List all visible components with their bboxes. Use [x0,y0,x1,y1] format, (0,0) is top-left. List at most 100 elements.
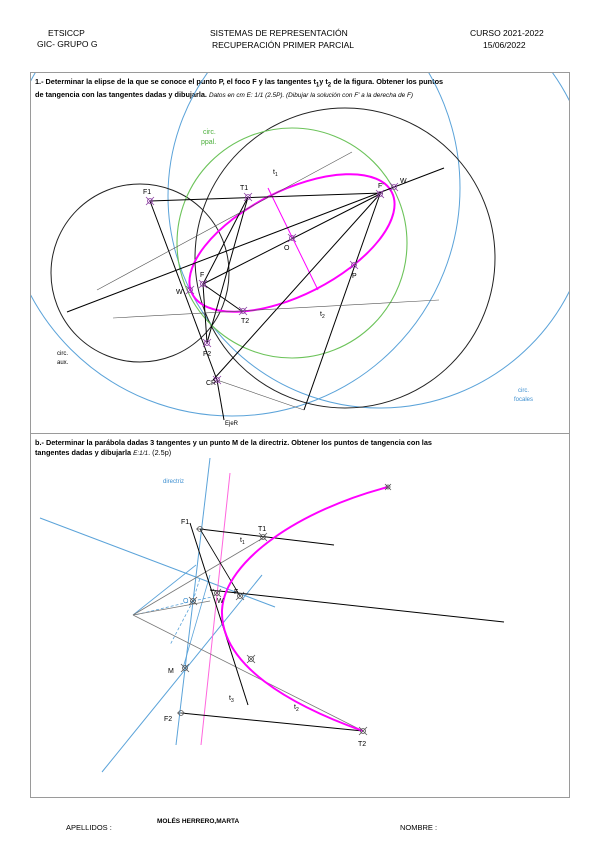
label-circ-ppal-2: ppal. [201,139,216,146]
problem1-text-c: de la figura. Obtener los puntos [331,77,444,86]
exam-frame [30,72,570,798]
label-p1-f1: F1 [143,189,151,196]
problem1-sub-2: 2 [327,81,332,89]
problem2-points-note: . (2.5p) [148,448,172,457]
tangent-t2 [212,193,381,381]
problem-divider [30,433,570,434]
label-p1-t1: T1 [240,185,248,192]
label-p2-t1-sub: 1 [242,540,245,546]
label-p2-f1: F1 [181,519,189,526]
problem2-points [177,483,392,736]
label-f: F [200,272,204,279]
p2-point-f-marker [235,591,245,601]
label-t1-letter: t [273,169,275,176]
label-p2-t2-line: t2 [294,704,299,713]
ellipse-solution [188,173,396,313]
p2-point-top-marker [384,483,392,491]
group-name: GIC- GRUPO G [37,39,98,49]
point-f2-marker [202,338,212,348]
tangent-p2-t1 [199,528,335,546]
problem1-sub-1: 1 [315,81,320,89]
p2-point-f1-marker [196,526,204,532]
p2-point-m-marker [180,663,190,673]
directrix-circle [194,107,496,409]
construction-line-a [96,151,353,291]
point-p-marker [349,260,359,270]
label-directriz: directriz [163,479,184,485]
label-p2-t3-letter: t [229,695,231,702]
point-w-right-marker [389,182,399,192]
p2-point-mid-marker [246,654,256,664]
tangent-p2-t3 [189,522,249,706]
label-p1-f2: F2 [203,351,211,358]
problem1-text-a: 1.- Determinar la elipse de la que se co… [35,77,316,86]
label-t2-sub: 2 [322,314,325,320]
blue-line-short [132,564,197,616]
construction-line-b [112,299,440,319]
problem1-statement: 1.- Determinar la elipse de la que se co… [35,77,565,101]
point-t1-marker [243,192,253,202]
point-t2-marker [238,306,248,316]
auxiliary-circle [50,183,230,363]
point-cr-marker [212,375,222,385]
problem1-text-line2: de tangencia con las tangentes dadas y d… [35,90,207,100]
focal-circle-large [31,73,461,417]
label-t2-letter: t [320,311,322,318]
pink-axis-line [200,472,231,746]
problem1-data-note: Datos en cm E: 1/1 (2.5P). (Dibujar la s… [208,92,414,100]
radical-axis [216,379,225,421]
label-w-left: W [176,289,183,296]
p2-point-t1-marker [258,532,268,542]
label-circ-focales-1: circ. [518,388,529,394]
major-axis-line [66,167,445,313]
parabola-solution [220,486,389,732]
label-p2-t3-sub: 3 [231,698,234,704]
label-p2-f: F [234,589,238,596]
label-p2-w: W [217,598,224,605]
label-circ-aux-2: aux. [57,360,69,366]
construction-grey-long [132,614,364,732]
label-t1-sub: 1 [275,172,278,178]
label-p1-t2: T2 [241,318,249,325]
problem2-text-line1: b.- Determinar la parábola dadas 3 tange… [35,438,432,447]
problem2-text-line2: tangentes dadas y dibujarla [35,448,132,457]
label-p2-t1: T1 [258,526,266,533]
label-p: P [352,273,357,280]
construction-line-c [216,379,305,411]
label-m: M [168,668,174,675]
label-p2-f2: F2 [164,716,172,723]
label-circ-ppal-1: circ. [203,129,216,136]
p2-point-w-marker [212,588,222,598]
label-cr: CR [206,380,216,387]
point-f-marker [198,279,208,289]
focal-circle-center [167,73,569,409]
exam-title: RECUPERACIÓN PRIMER PARCIAL [212,40,355,50]
surname-value: MOLÉS HERRERO,MARTA [157,818,240,825]
point-f1-marker [145,196,155,206]
p2-point-o-marker [188,596,198,606]
label-w-right: W [400,178,407,185]
dashed-construction [134,577,213,646]
problem1-text-b: y t [319,77,328,86]
p2-point-f2-marker [177,710,185,716]
line-fprime-bottom [303,193,381,411]
line-f-t1 [202,196,249,285]
line-f2-f [202,283,208,344]
label-t2: t2 [320,311,325,320]
label-circ-aux-1: circ. [57,351,68,357]
tangent-t1 [149,192,384,202]
label-p2-t2: T2 [358,741,366,748]
exam-date: 15/06/2022 [483,40,526,50]
point-fprime-marker [375,189,385,199]
problem2-statement: b.- Determinar la parábola dadas 3 tange… [35,438,565,459]
label-p2-t1-line: t1 [240,537,245,546]
problem2-data-note: E:1/1 [133,450,149,457]
line-f1-cr [149,200,218,381]
line-f-t2 [202,283,244,313]
subject-title: SISTEMAS DE REPRESENTACIÓN [210,28,348,38]
blue-line-m [182,574,211,669]
problem1-points [145,182,399,385]
label-p2-t3: t3 [229,695,234,704]
course-label: CURSO 2021-2022 [470,28,544,38]
